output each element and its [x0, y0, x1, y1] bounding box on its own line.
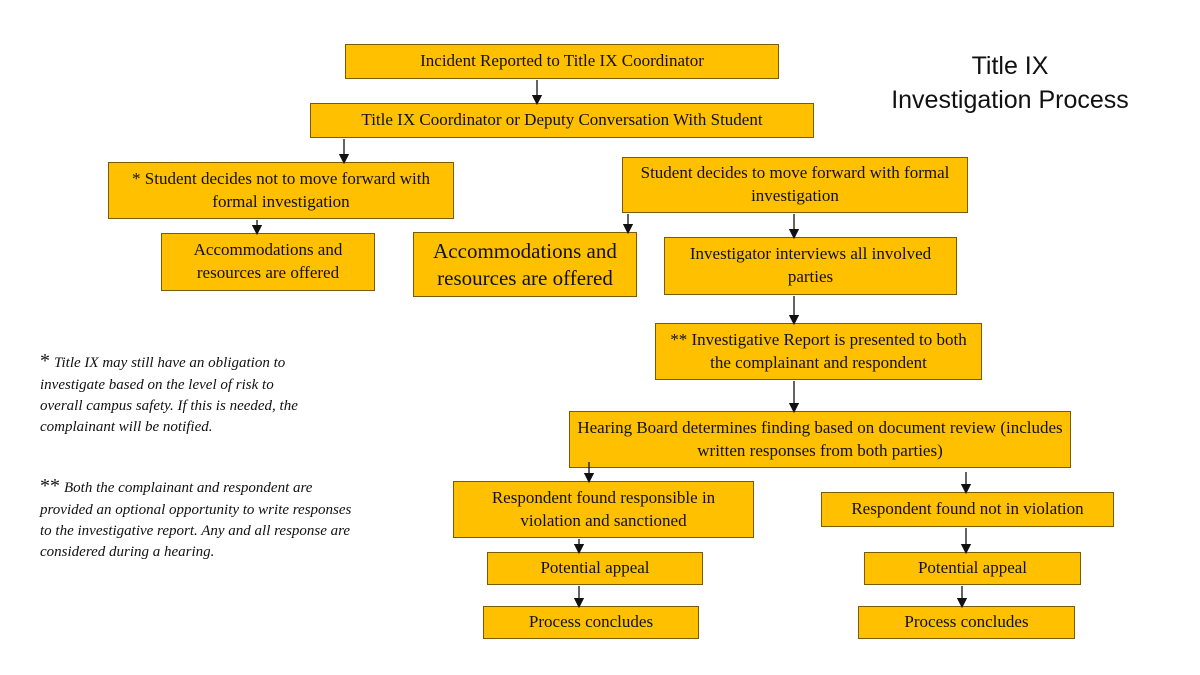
footnote-mark-2: ** [40, 475, 60, 497]
box-respondent-not-violation: Respondent found not in violation [821, 492, 1114, 527]
box-appeal-left: Potential appeal [487, 552, 703, 585]
footnote-text-2: Both the complainant and respondent are … [40, 480, 352, 560]
footnote-double-asterisk: **Both the complainant and respondent ar… [40, 472, 352, 563]
footnote-mark-1: * [40, 350, 50, 372]
box-incident-reported: Incident Reported to Title IX Coordinato… [345, 44, 779, 79]
diagram-title: Title IX Investigation Process [860, 50, 1160, 118]
footnote-single-asterisk: *Title IX may still have an obligation t… [40, 347, 300, 438]
box-student-forward: Student decides to move forward with for… [622, 157, 968, 213]
box-student-not-forward: * Student decides not to move forward wi… [108, 162, 454, 219]
footnote-text-1: Title IX may still have an obligation to… [40, 355, 298, 435]
box-concludes-right: Process concludes [858, 606, 1075, 639]
title-line-1: Title IX [971, 52, 1049, 80]
box-respondent-responsible: Respondent found responsible in violatio… [453, 481, 754, 538]
box-hearing-board: Hearing Board determines finding based o… [569, 411, 1071, 468]
box-accommodations-left: Accommodations and resources are offered [161, 233, 375, 291]
title-line-2: Investigation Process [891, 85, 1129, 114]
box-accommodations-middle: Accommodations and resources are offered [413, 232, 637, 297]
box-investigator-interviews: Investigator interviews all involved par… [664, 237, 957, 295]
box-coordinator-conversation: Title IX Coordinator or Deputy Conversat… [310, 103, 814, 138]
box-concludes-left: Process concludes [483, 606, 699, 639]
box-appeal-right: Potential appeal [864, 552, 1081, 585]
box-investigative-report: ** Investigative Report is presented to … [655, 323, 982, 380]
